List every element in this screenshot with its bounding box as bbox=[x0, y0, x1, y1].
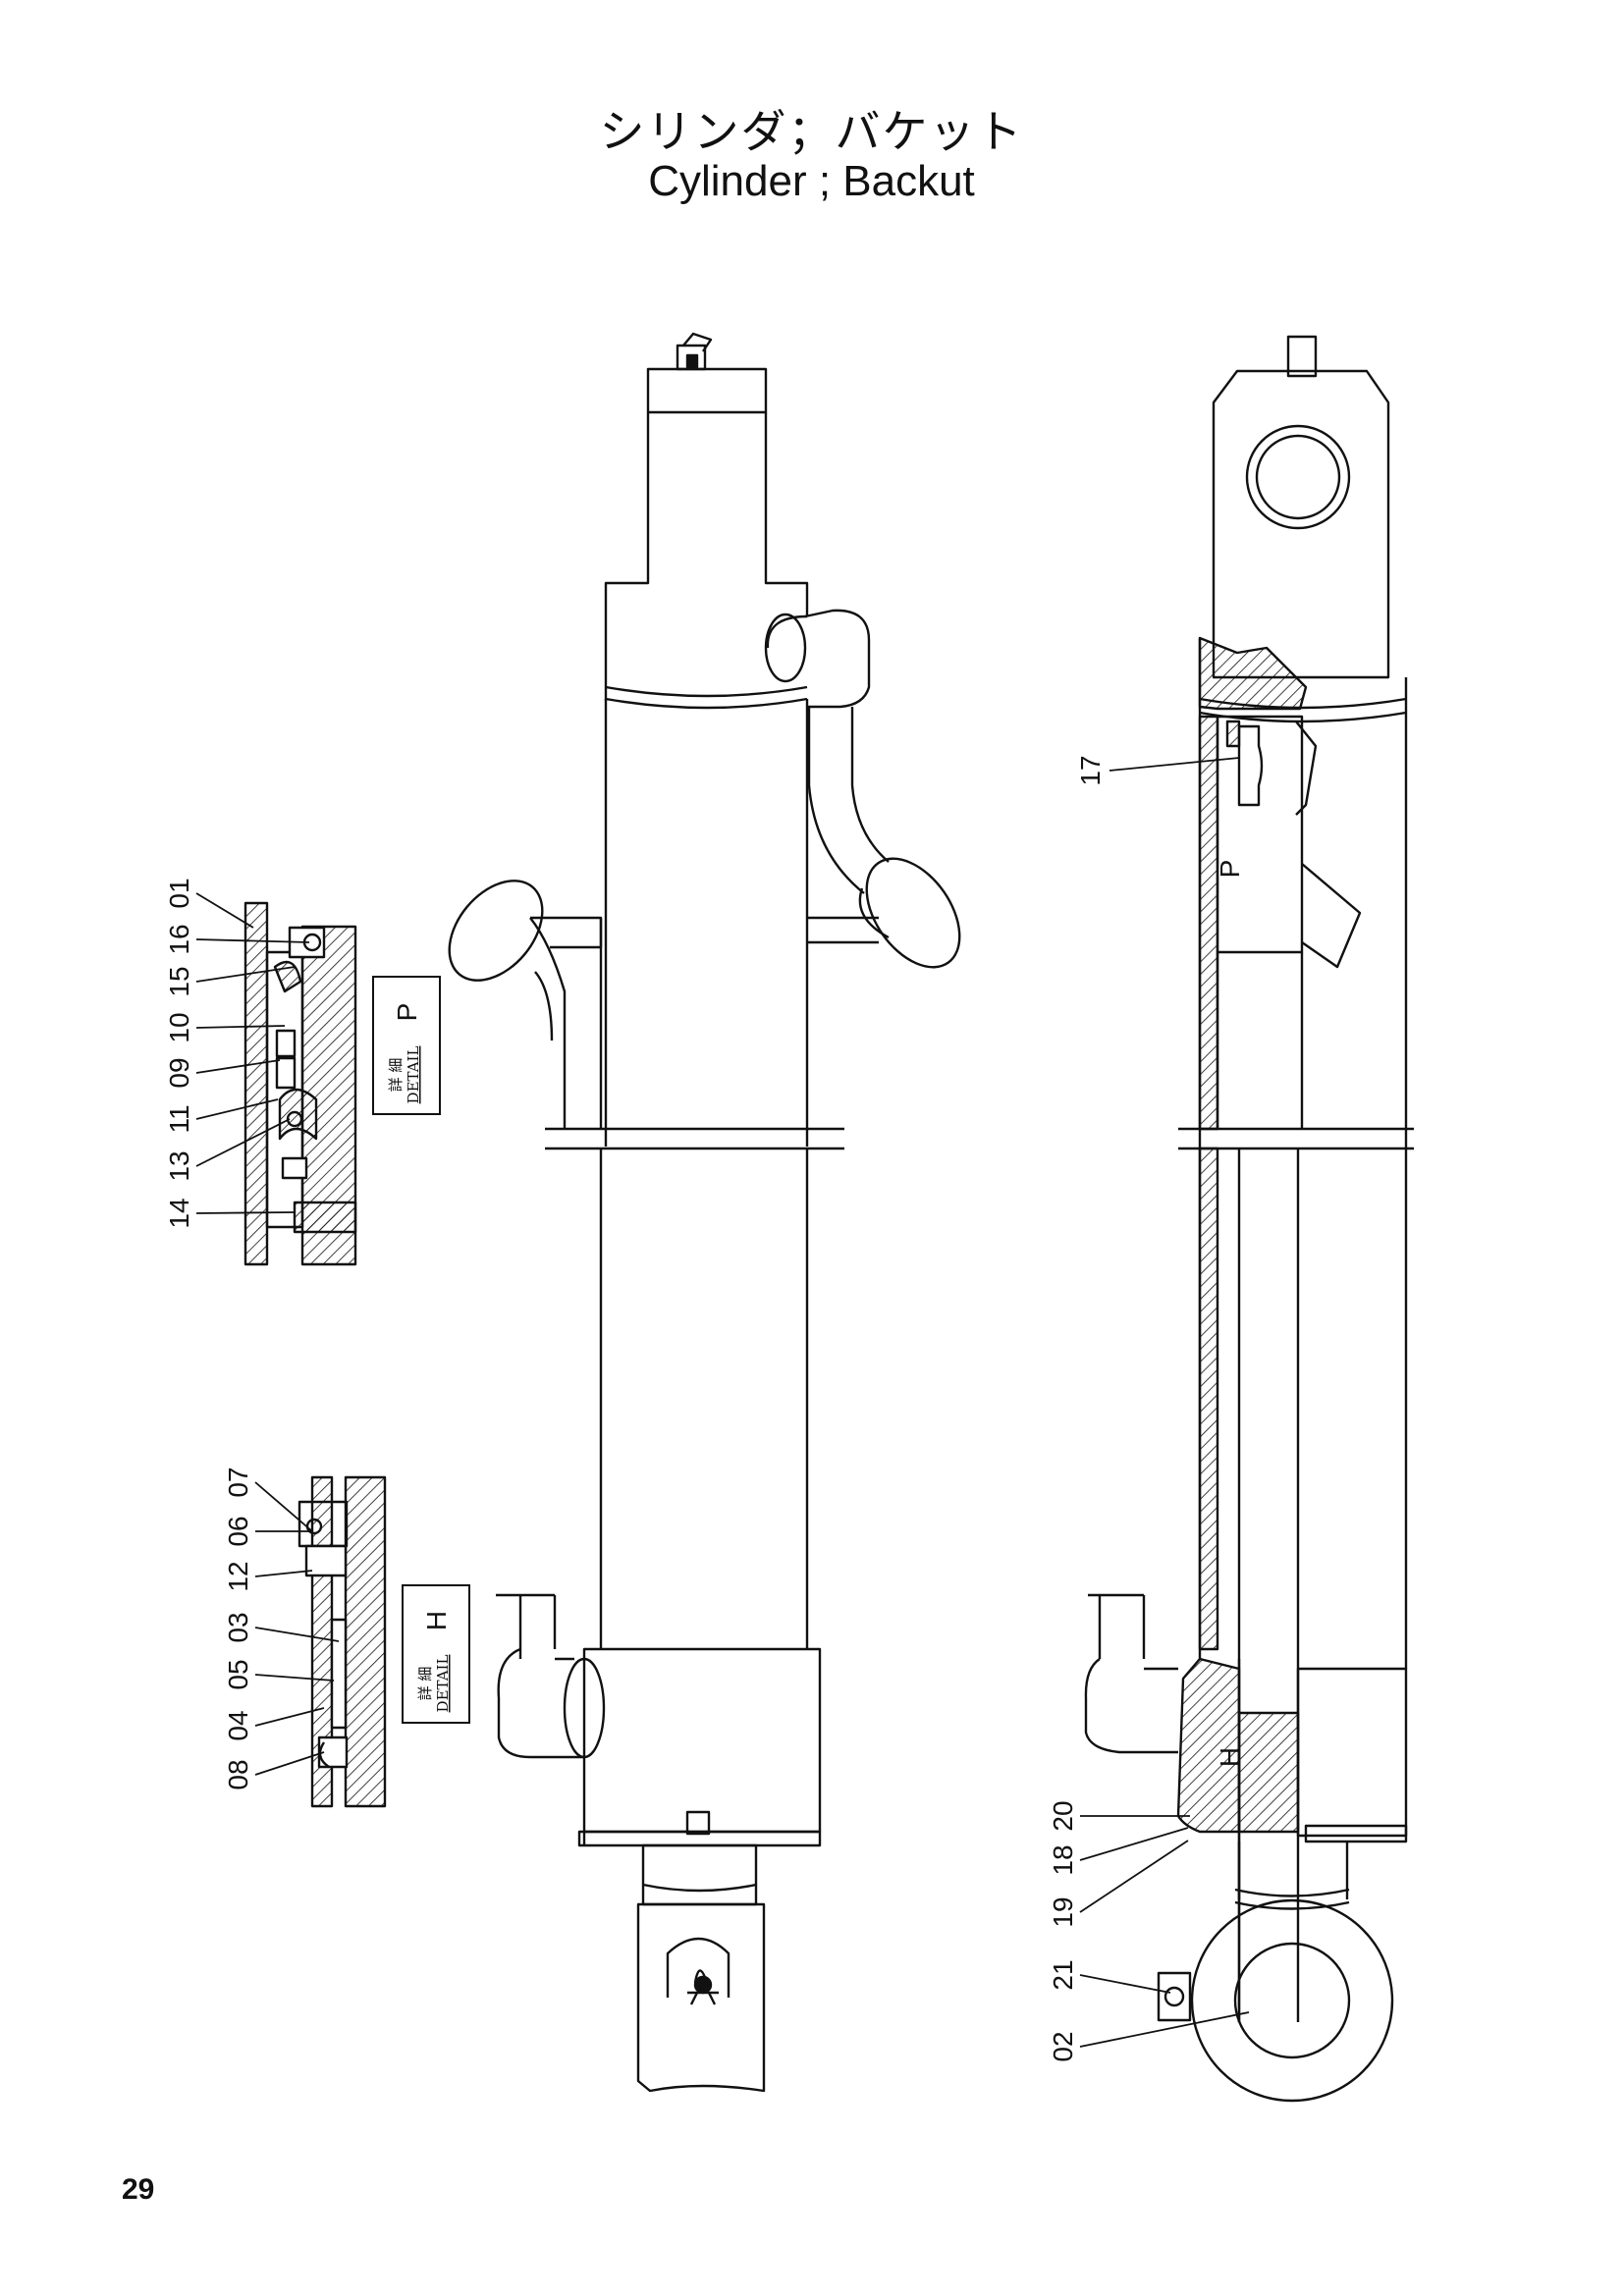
detail-p-prefix-jp: 詳 細 bbox=[387, 1058, 405, 1093]
callout-01: 01 bbox=[164, 878, 194, 908]
callouts-detail-h: 07 06 12 03 05 04 08 bbox=[223, 1467, 253, 1789]
callout-06: 06 bbox=[223, 1516, 253, 1546]
section-mark-h: H bbox=[1215, 1747, 1245, 1767]
callout-09: 09 bbox=[164, 1057, 194, 1088]
title-english: Cylinder ; Backut bbox=[648, 157, 975, 205]
detail-p-letter: P bbox=[392, 1003, 422, 1022]
callout-03: 03 bbox=[223, 1612, 253, 1642]
callout-10: 10 bbox=[164, 1012, 194, 1042]
section-mark-p: P bbox=[1215, 860, 1245, 879]
detail-p-drawing bbox=[243, 901, 357, 1266]
title-japanese: シリンダ；バケット bbox=[599, 105, 1024, 158]
callout-08: 08 bbox=[223, 1759, 253, 1789]
detail-label-h: 詳 細 DETAIL H bbox=[402, 1584, 470, 1724]
callout-11: 11 bbox=[164, 1104, 194, 1133]
callout-20: 20 bbox=[1048, 1800, 1078, 1831]
cylinder-exterior-view bbox=[448, 332, 961, 2093]
detail-p-prefix-en: DETAIL bbox=[405, 1046, 422, 1104]
callout-07: 07 bbox=[223, 1467, 253, 1497]
cylinder-section-view bbox=[1084, 335, 1414, 2103]
callouts-detail-p: 01 16 15 10 09 11 13 14 bbox=[164, 878, 194, 1228]
callout-19: 19 bbox=[1048, 1896, 1078, 1927]
callout-04: 04 bbox=[223, 1710, 253, 1740]
callout-14: 14 bbox=[164, 1198, 194, 1228]
callout-12: 12 bbox=[223, 1561, 253, 1591]
callout-21: 21 bbox=[1048, 1959, 1078, 1990]
callout-13: 13 bbox=[164, 1150, 194, 1181]
callout-17: 17 bbox=[1075, 755, 1106, 785]
callout-05: 05 bbox=[223, 1659, 253, 1689]
leader-lines bbox=[195, 757, 1250, 2048]
detail-h-prefix-en: DETAIL bbox=[434, 1655, 452, 1713]
callout-16: 16 bbox=[164, 924, 194, 954]
callouts-section-view: 17 20 18 19 21 02 P H bbox=[1048, 755, 1245, 2061]
page-number: 29 bbox=[122, 2173, 155, 2206]
callout-15: 15 bbox=[164, 966, 194, 996]
callout-18: 18 bbox=[1048, 1844, 1078, 1875]
callout-02: 02 bbox=[1048, 2031, 1078, 2061]
detail-h-prefix-jp: 詳 細 bbox=[416, 1667, 434, 1701]
detail-h-drawing bbox=[298, 1475, 387, 1808]
detail-label-p: 詳 細 DETAIL P bbox=[372, 976, 441, 1115]
detail-h-letter: H bbox=[421, 1611, 452, 1630]
